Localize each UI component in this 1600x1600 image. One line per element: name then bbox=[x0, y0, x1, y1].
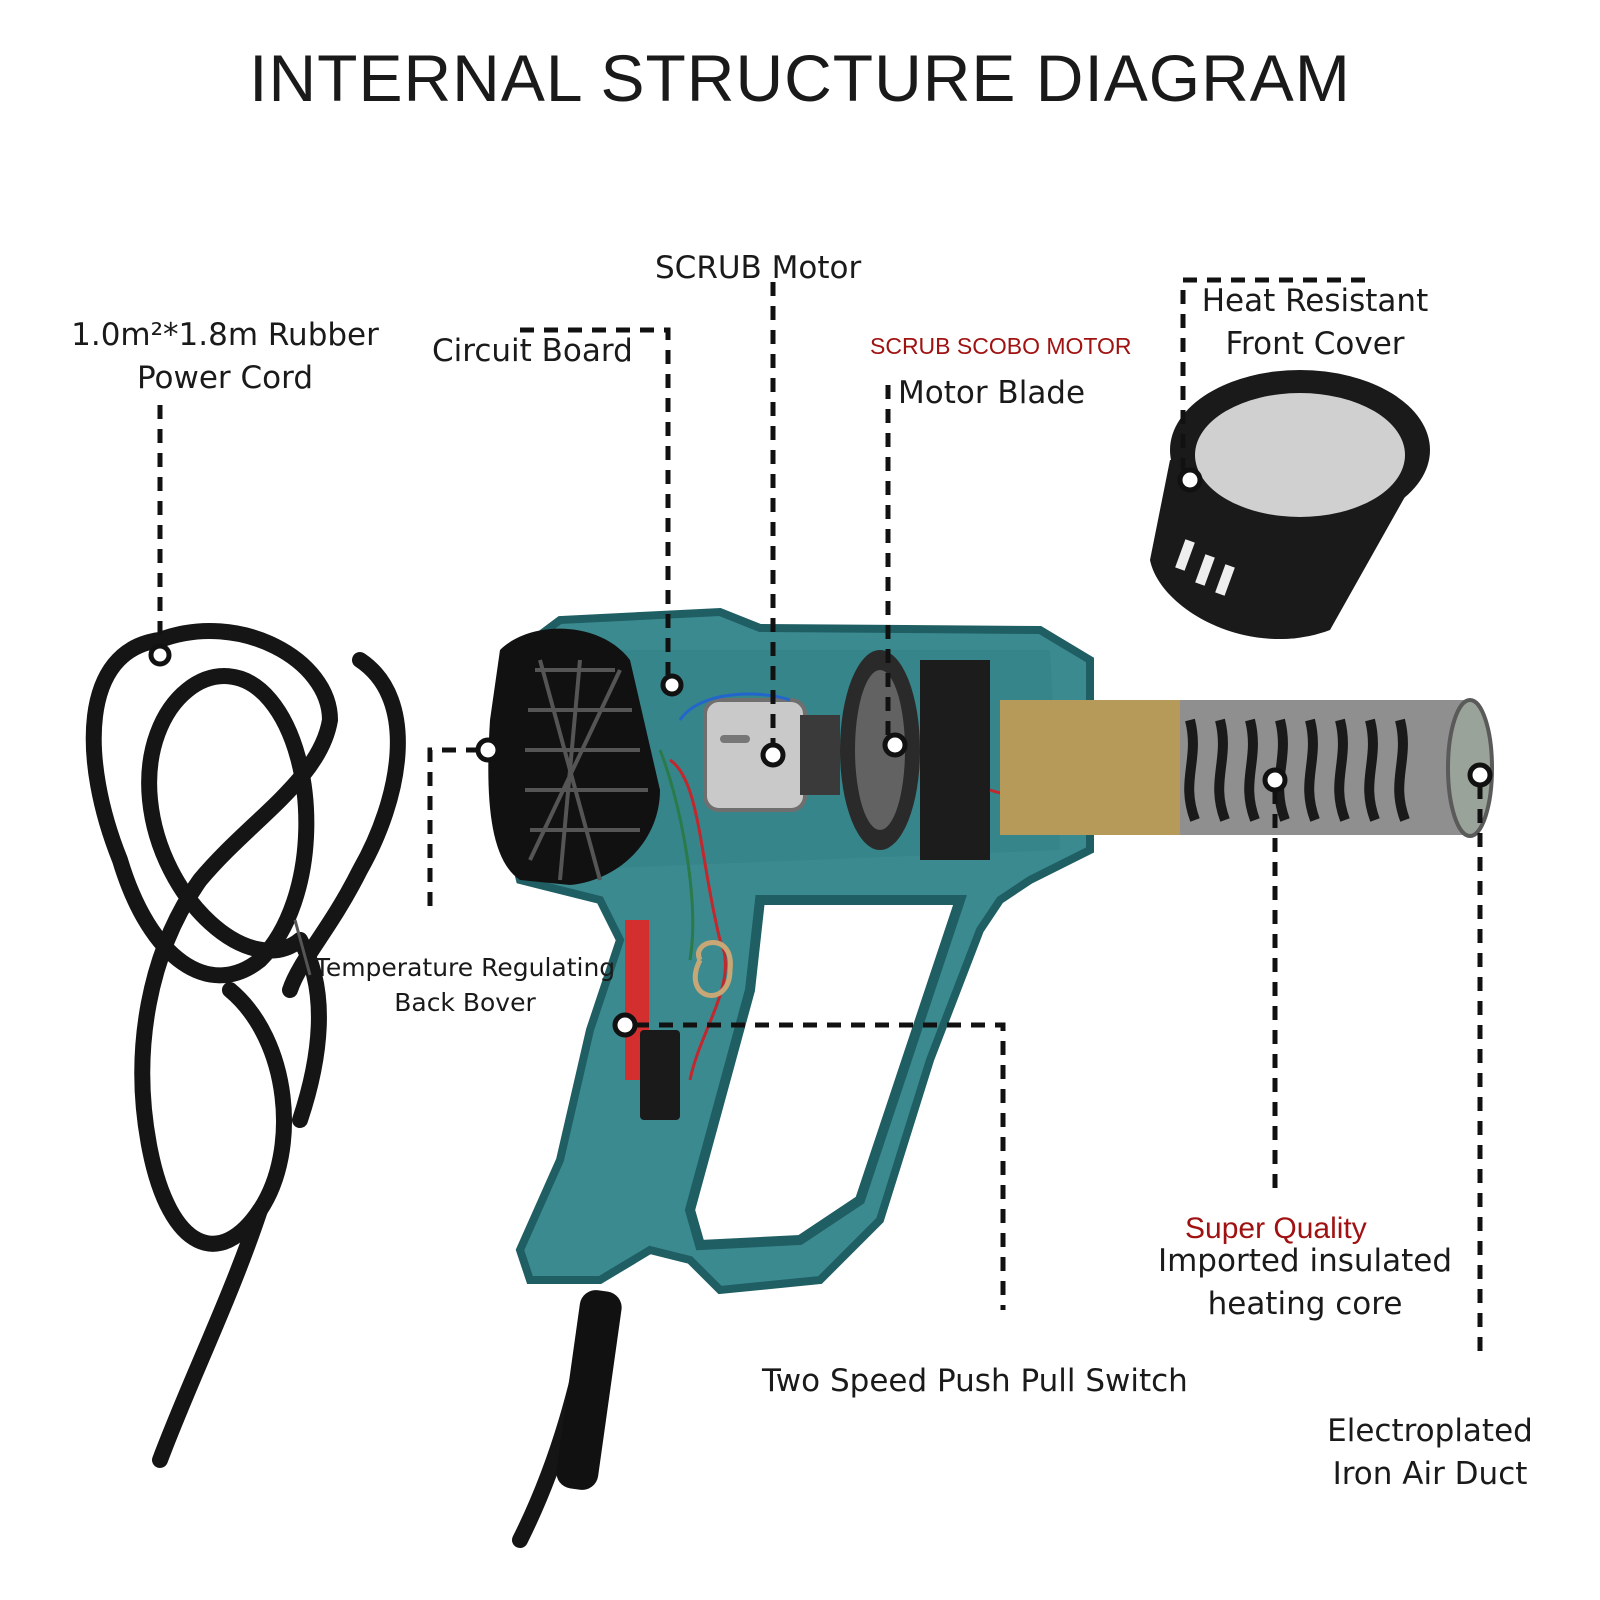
cord-tie bbox=[293, 919, 312, 976]
back-cover bbox=[488, 628, 660, 885]
scrub-motor-label: SCRUB Motor bbox=[655, 250, 862, 286]
air-duct-label-line2: Iron Air Duct bbox=[1332, 1456, 1528, 1493]
switch bbox=[625, 920, 680, 1120]
heating-core-label-line1: Imported insulated bbox=[1157, 1243, 1453, 1279]
scobo-motor-label: SCRUB SCOBO MOTOR bbox=[870, 333, 1132, 359]
front-cover-label-line2: Front Cover bbox=[1225, 326, 1405, 363]
cord-sleeve bbox=[556, 1290, 622, 1490]
heating-core bbox=[1000, 698, 1494, 838]
air-duct-label-line1: Electroplated bbox=[1327, 1413, 1533, 1449]
power-cord-label-line2: Power Cord bbox=[136, 360, 314, 397]
air-duct-label: Electroplated Iron Air Duct bbox=[1310, 1410, 1550, 1497]
circuit-board-label: Circuit Board bbox=[432, 333, 633, 369]
front-cover bbox=[1150, 370, 1430, 640]
motor-blade bbox=[840, 650, 990, 860]
back-cover-label: Temperature Regulating Back Bover bbox=[300, 950, 630, 1020]
front-cover-label: Heat Resistant Front Cover bbox=[1185, 280, 1445, 367]
wires bbox=[658, 692, 1081, 1081]
back-cover-label-line2: Back Bover bbox=[394, 988, 536, 1017]
diagram-title: INTERNAL STRUCTURE DIAGRAM bbox=[249, 41, 1351, 115]
heating-core-label: Imported insulated heating core bbox=[1140, 1240, 1470, 1327]
leader-lines bbox=[157, 277, 1483, 1355]
super-quality-label: Super Quality bbox=[1185, 1212, 1367, 1245]
back-cover-label-line1: Temperature Regulating bbox=[314, 953, 616, 982]
motor-blade-label: Motor Blade bbox=[898, 375, 1086, 411]
motor bbox=[703, 698, 840, 812]
power-cord-label: 1.0m²*1.8m Rubber Power Cord bbox=[60, 314, 390, 401]
front-cover-label-line1: Heat Resistant bbox=[1201, 283, 1429, 319]
heating-core-label-line2: heating core bbox=[1207, 1286, 1403, 1323]
power-cord-label-line1: 1.0m²*1.8m Rubber bbox=[71, 317, 379, 353]
switch-label: Two Speed Push Pull Switch bbox=[762, 1363, 1188, 1399]
